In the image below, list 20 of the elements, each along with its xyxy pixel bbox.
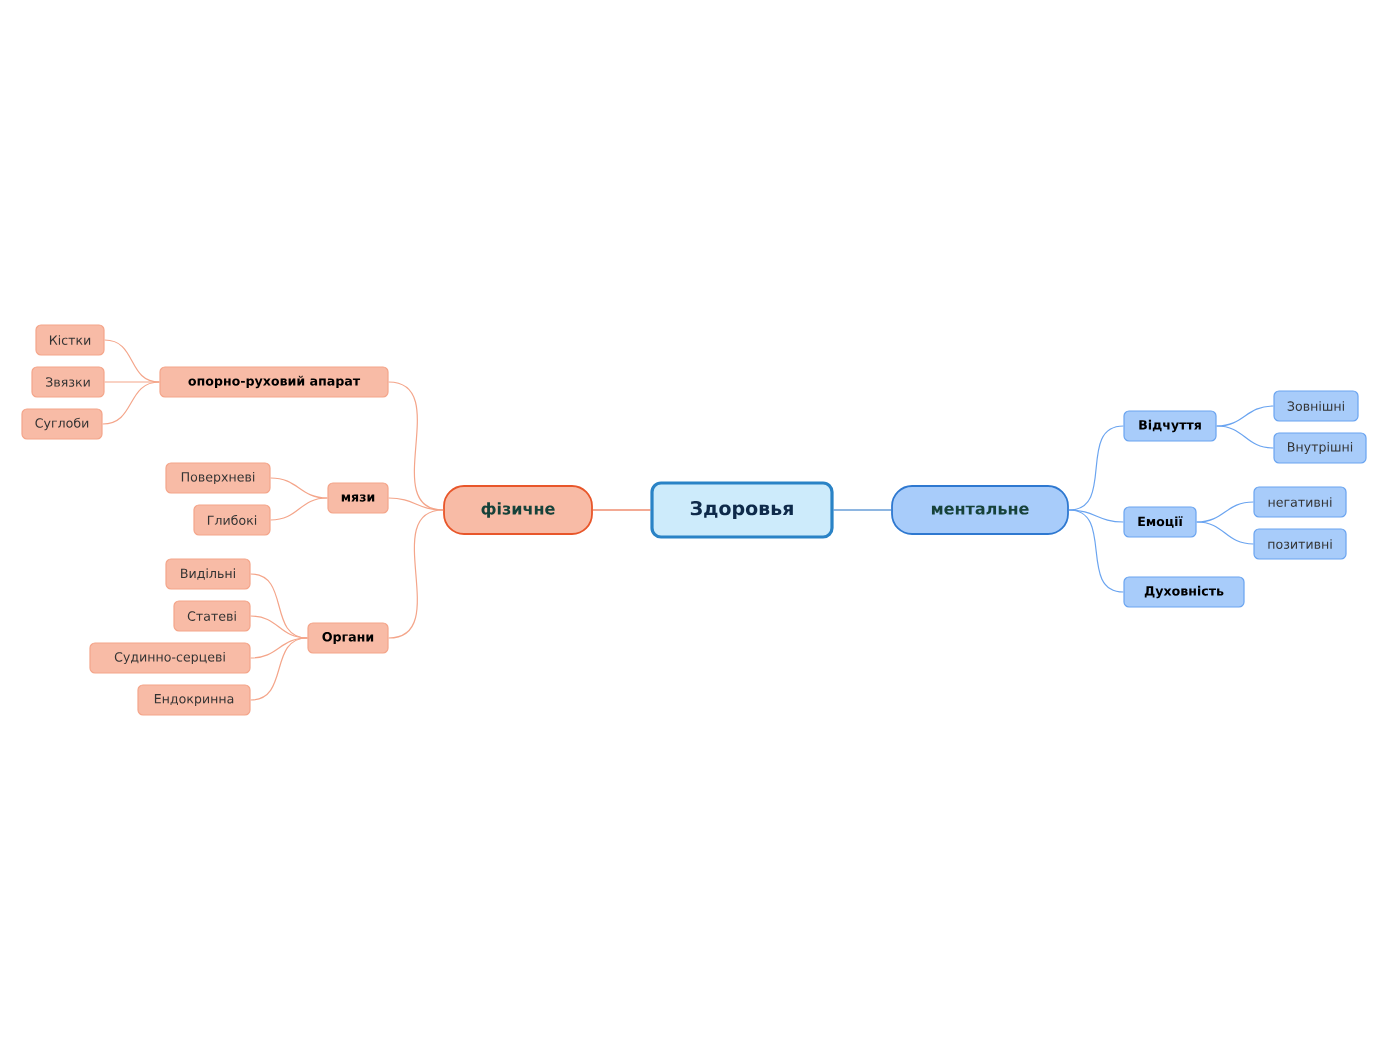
branch-line xyxy=(250,615,308,639)
branch-line xyxy=(1196,521,1254,545)
branch-line xyxy=(1216,405,1274,427)
branch-line xyxy=(1068,509,1124,593)
root-node: Здоровья xyxy=(650,481,834,539)
branch-node: ментальне xyxy=(891,485,1069,535)
branch-line xyxy=(250,637,308,701)
branch-line xyxy=(1068,425,1124,511)
branch-line xyxy=(270,497,328,521)
branch-line xyxy=(833,509,892,511)
branch-line xyxy=(592,509,651,511)
branch-line xyxy=(388,497,444,511)
branch-line xyxy=(250,637,308,659)
branch-line xyxy=(1196,501,1254,523)
branch-node: фізичне xyxy=(443,485,593,535)
branch-line xyxy=(388,509,444,639)
branch-line xyxy=(270,477,328,499)
branch-line xyxy=(102,381,160,425)
branch-line xyxy=(1216,425,1274,449)
branch-line xyxy=(104,381,160,383)
